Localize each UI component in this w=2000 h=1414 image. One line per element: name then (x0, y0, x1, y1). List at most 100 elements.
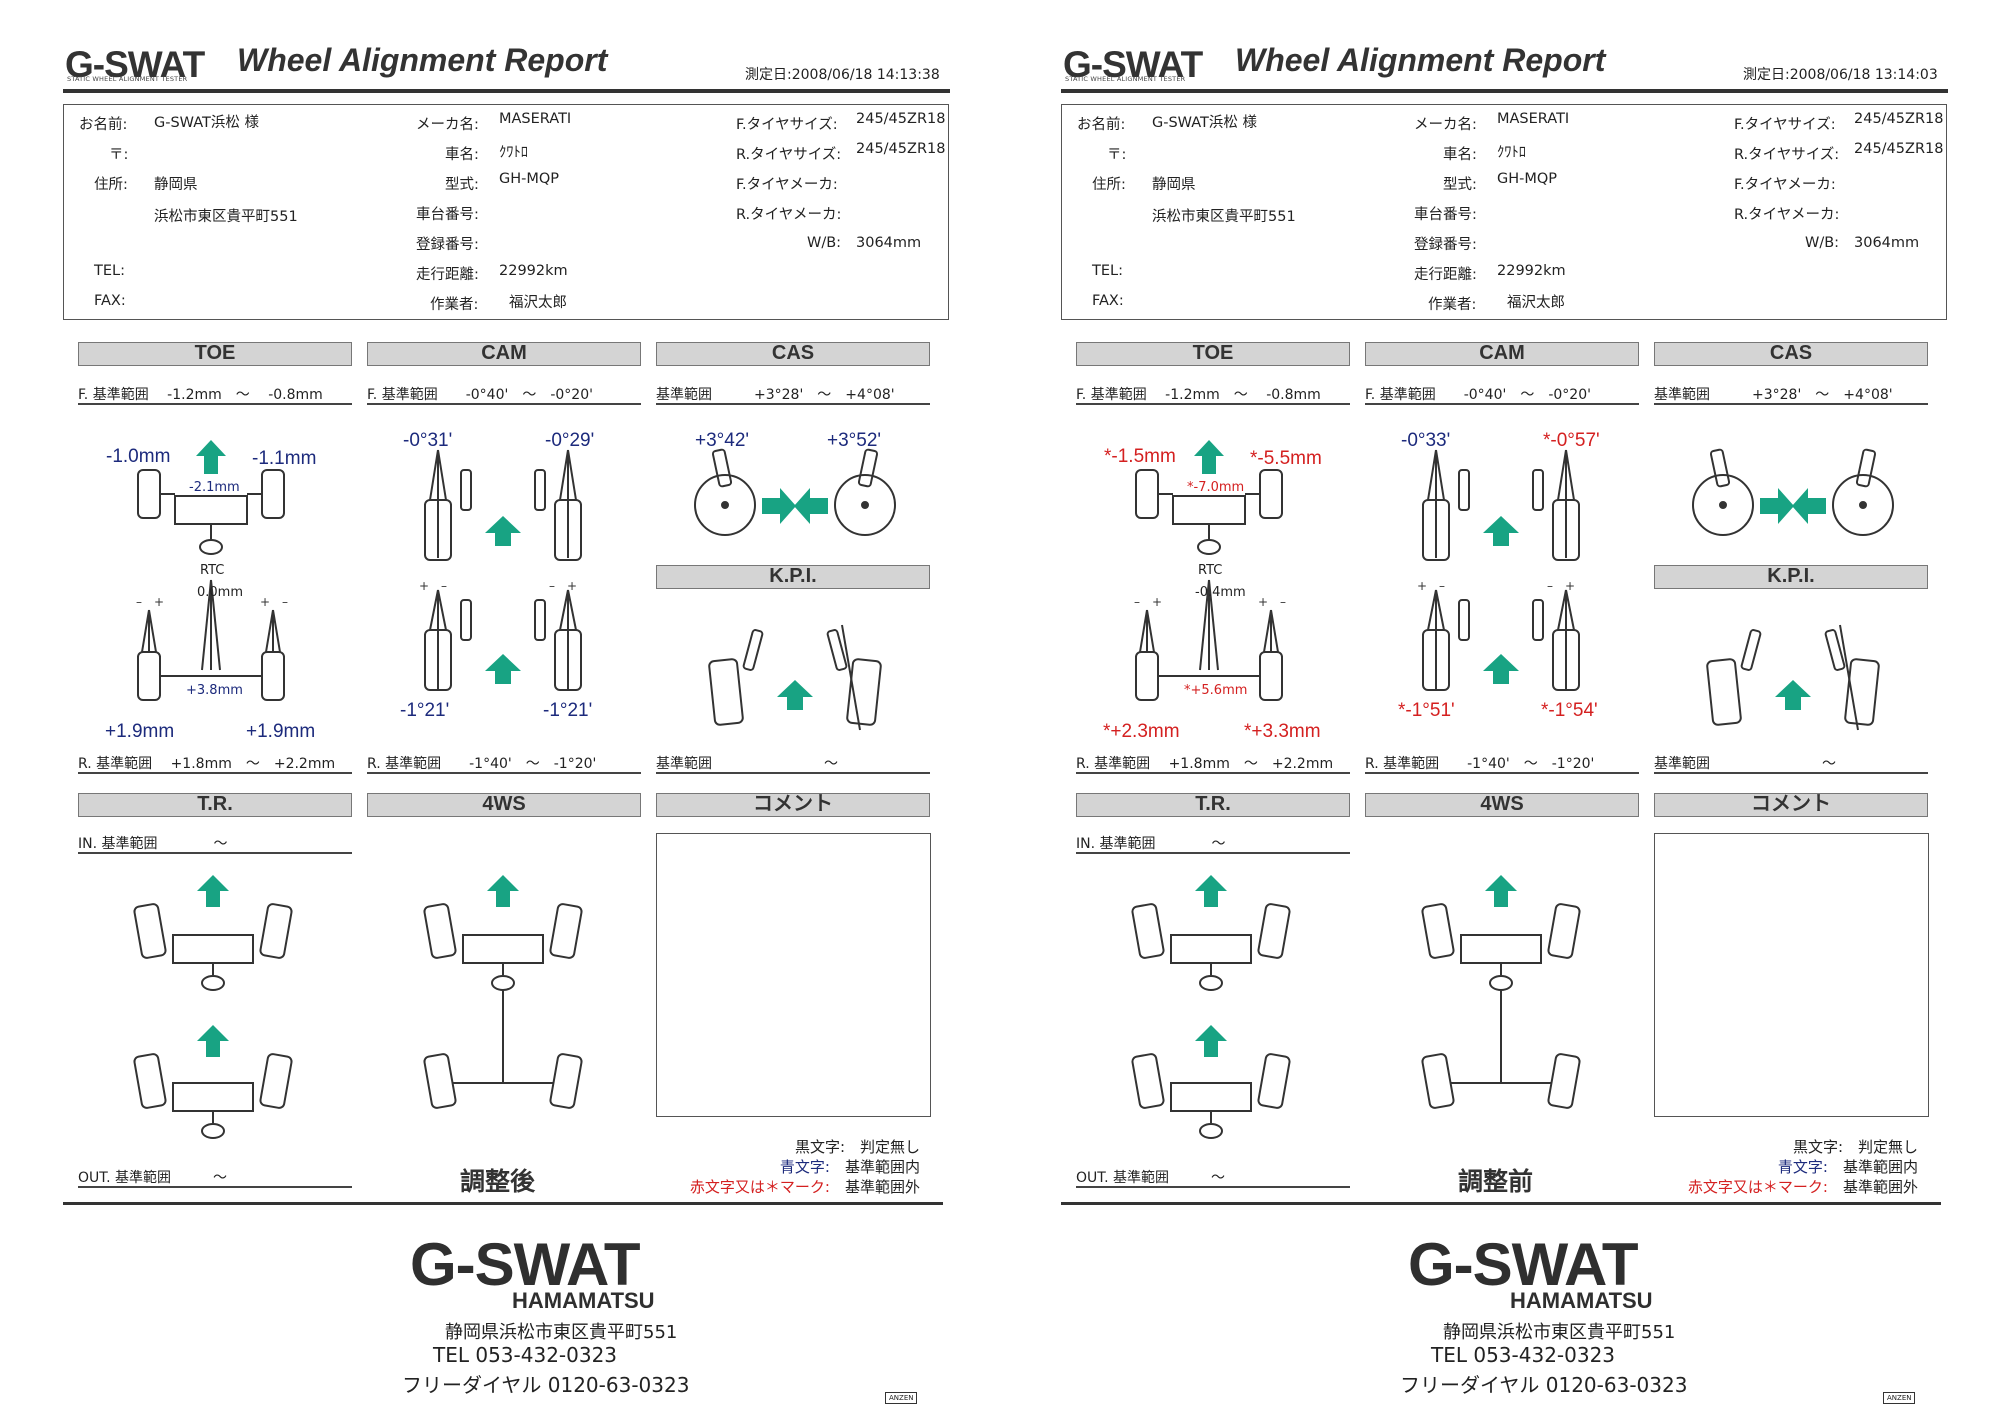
comment-box[interactable] (656, 833, 931, 1117)
camber-rear-left: -1°21' (400, 700, 450, 721)
kpi-header: K.P.I. (1654, 565, 1928, 589)
toe-front-total: *-7.0mm (1187, 480, 1245, 495)
4ws-header: 4WS (1365, 793, 1639, 817)
tr-front-arrow-icon (1195, 875, 1227, 907)
svg-text:– +: – + (549, 579, 577, 593)
camber-front-arrow-icon (1483, 516, 1519, 546)
4ws-header: 4WS (367, 793, 641, 817)
toe-header: TOE (78, 342, 352, 366)
wheelbase-label: W/B: (1805, 235, 1840, 251)
camber-rear-arrow-icon (485, 654, 521, 684)
report-title: Wheel Alignment Report (1235, 42, 1606, 78)
car-value: ｸﾜﾄﾛ (499, 145, 528, 161)
mileage-label: 走行距離: (416, 267, 479, 283)
car-label: 車名: (1443, 147, 1477, 163)
chassis-label: 車台番号: (1414, 207, 1477, 223)
toe-rear-range: R. 基準範囲 +1.8mm ～ +2.2mm (1076, 756, 1334, 772)
fax-label: FAX: (1092, 293, 1124, 309)
brand-logo: G-SWAT (1063, 44, 1203, 85)
cam-header: CAM (1365, 342, 1639, 366)
toe-front-right: *-5.5mm (1250, 448, 1322, 469)
address-line2: 浜松市東区貴平町551 (1152, 209, 1296, 225)
toe-header: TOE (1076, 342, 1350, 366)
svg-text:+ –: + – (260, 595, 288, 609)
camber-rear-left: *-1°51' (1398, 700, 1455, 721)
rear-tire-size-label: R.タイヤサイズ: (736, 147, 842, 163)
address-line2: 浜松市東区貴平町551 (154, 209, 298, 225)
toe-front-total: -2.1mm (189, 480, 240, 495)
comment-box[interactable] (1654, 833, 1929, 1117)
cam-front-underline (1365, 403, 1639, 405)
address-label: 住所: (1092, 177, 1126, 193)
model-label: 型式: (445, 177, 479, 193)
footer-location: HAMAMATSU (512, 1288, 655, 1313)
cam-rear-range: R. 基準範囲 -1°40' ～ -1°20' (367, 756, 597, 772)
caster-diagram (694, 448, 896, 536)
4ws-arrow-icon (487, 875, 519, 907)
car-value: ｸﾜﾄﾛ (1497, 145, 1526, 161)
tel-label: TEL: (1092, 263, 1123, 279)
title-rule (1061, 89, 1948, 93)
rtc-value: 0.0mm (197, 585, 244, 600)
tr-in-underline (78, 852, 352, 854)
worker-value: 福沢太郎 (509, 295, 567, 311)
kpi-range: 基準範囲 ～ (1654, 756, 1836, 772)
front-tire-size: 245/45ZR18 (1854, 111, 1944, 127)
address-line1: 静岡県 (1152, 177, 1196, 193)
maker-value: MASERATI (499, 111, 572, 127)
stage-label: 調整前 (1458, 1167, 1534, 1196)
bottom-rule (63, 1202, 943, 1205)
tr-header: T.R. (1076, 793, 1350, 817)
camber-front-right: *-0°57' (1543, 430, 1600, 451)
legend-blue: 青文字: 基準範囲内 (1777, 1158, 1918, 1176)
maker-label: メーカ名: (416, 117, 479, 133)
measured-date: 測定日:2008/06/18 13:14:03 (1743, 67, 1938, 83)
brand-subtitle: STATIC WHEEL ALIGNMENT TESTER (1065, 75, 1186, 83)
legend-black: 黒文字: 判定無し (794, 1138, 920, 1156)
forward-arrow-icon (196, 440, 226, 474)
kpi-arrow-icon (777, 680, 813, 710)
zip-label: 〒: (109, 147, 129, 163)
cam-rear-underline (1365, 772, 1639, 774)
camber-front-left: -0°31' (403, 430, 453, 451)
rear-tire-size: 245/45ZR18 (856, 141, 946, 157)
bottom-rule (1061, 1202, 1941, 1205)
toe-diagram: – + + – (136, 440, 288, 701)
fax-label: FAX: (94, 293, 126, 309)
toe-front-range: F. 基準範囲 -1.2mm ～ -0.8mm (78, 387, 323, 403)
svg-text:+ –: + – (1417, 579, 1445, 593)
tr-in-underline (1076, 852, 1350, 854)
footer-tel: TEL 053-432-0323 (433, 1343, 618, 1367)
rtc-label: RTC (1198, 563, 1223, 578)
zip-label: 〒: (1107, 147, 1127, 163)
footer-address: 静岡県浜松市東区貴平町551 (445, 1322, 678, 1343)
tr-out-range: OUT. 基準範囲 ～ (78, 1170, 228, 1186)
stage-label: 調整後 (460, 1167, 536, 1196)
rear-tire-size: 245/45ZR18 (1854, 141, 1944, 157)
camber-rear-arrow-icon (1483, 654, 1519, 684)
report-title: Wheel Alignment Report (237, 42, 608, 78)
comment-header: コメント (1654, 793, 1928, 817)
front-tire-maker-label: F.タイヤメーカ: (1734, 177, 1836, 193)
cam-front-range: F. 基準範囲 -0°40' ～ -0°20' (367, 387, 593, 403)
report-page-after: G-SWAT STATIC WHEEL ALIGNMENT TESTER Whe… (63, 42, 950, 1404)
toe-front-underline (78, 403, 352, 405)
customer-info-box: お名前: G-SWAT浜松 様 〒: 住所: 静岡県 浜松市東区貴平町551 T… (1061, 104, 1947, 320)
forward-arrow-icon (1194, 440, 1224, 474)
toe-front-left: -1.0mm (106, 446, 171, 467)
front-tire-size-label: F.タイヤサイズ: (736, 117, 838, 133)
chassis-label: 車台番号: (416, 207, 479, 223)
tr-rear-arrow-icon (197, 1025, 229, 1057)
camber-diagram: + – – + (419, 449, 582, 691)
svg-text:– +: – + (136, 595, 164, 609)
caster-right-arrow-icon (762, 488, 796, 524)
name-label: お名前: (79, 117, 128, 133)
svg-text:– +: – + (1134, 595, 1162, 609)
toe-rear-total: +3.8mm (186, 683, 243, 698)
brand-logo: G-SWAT (65, 44, 205, 85)
tr-header: T.R. (78, 793, 352, 817)
kpi-header: K.P.I. (656, 565, 930, 589)
wheelbase-label: W/B: (807, 235, 842, 251)
footer-tel: TEL 053-432-0323 (1431, 1343, 1616, 1367)
tr-out-underline (78, 1186, 352, 1188)
